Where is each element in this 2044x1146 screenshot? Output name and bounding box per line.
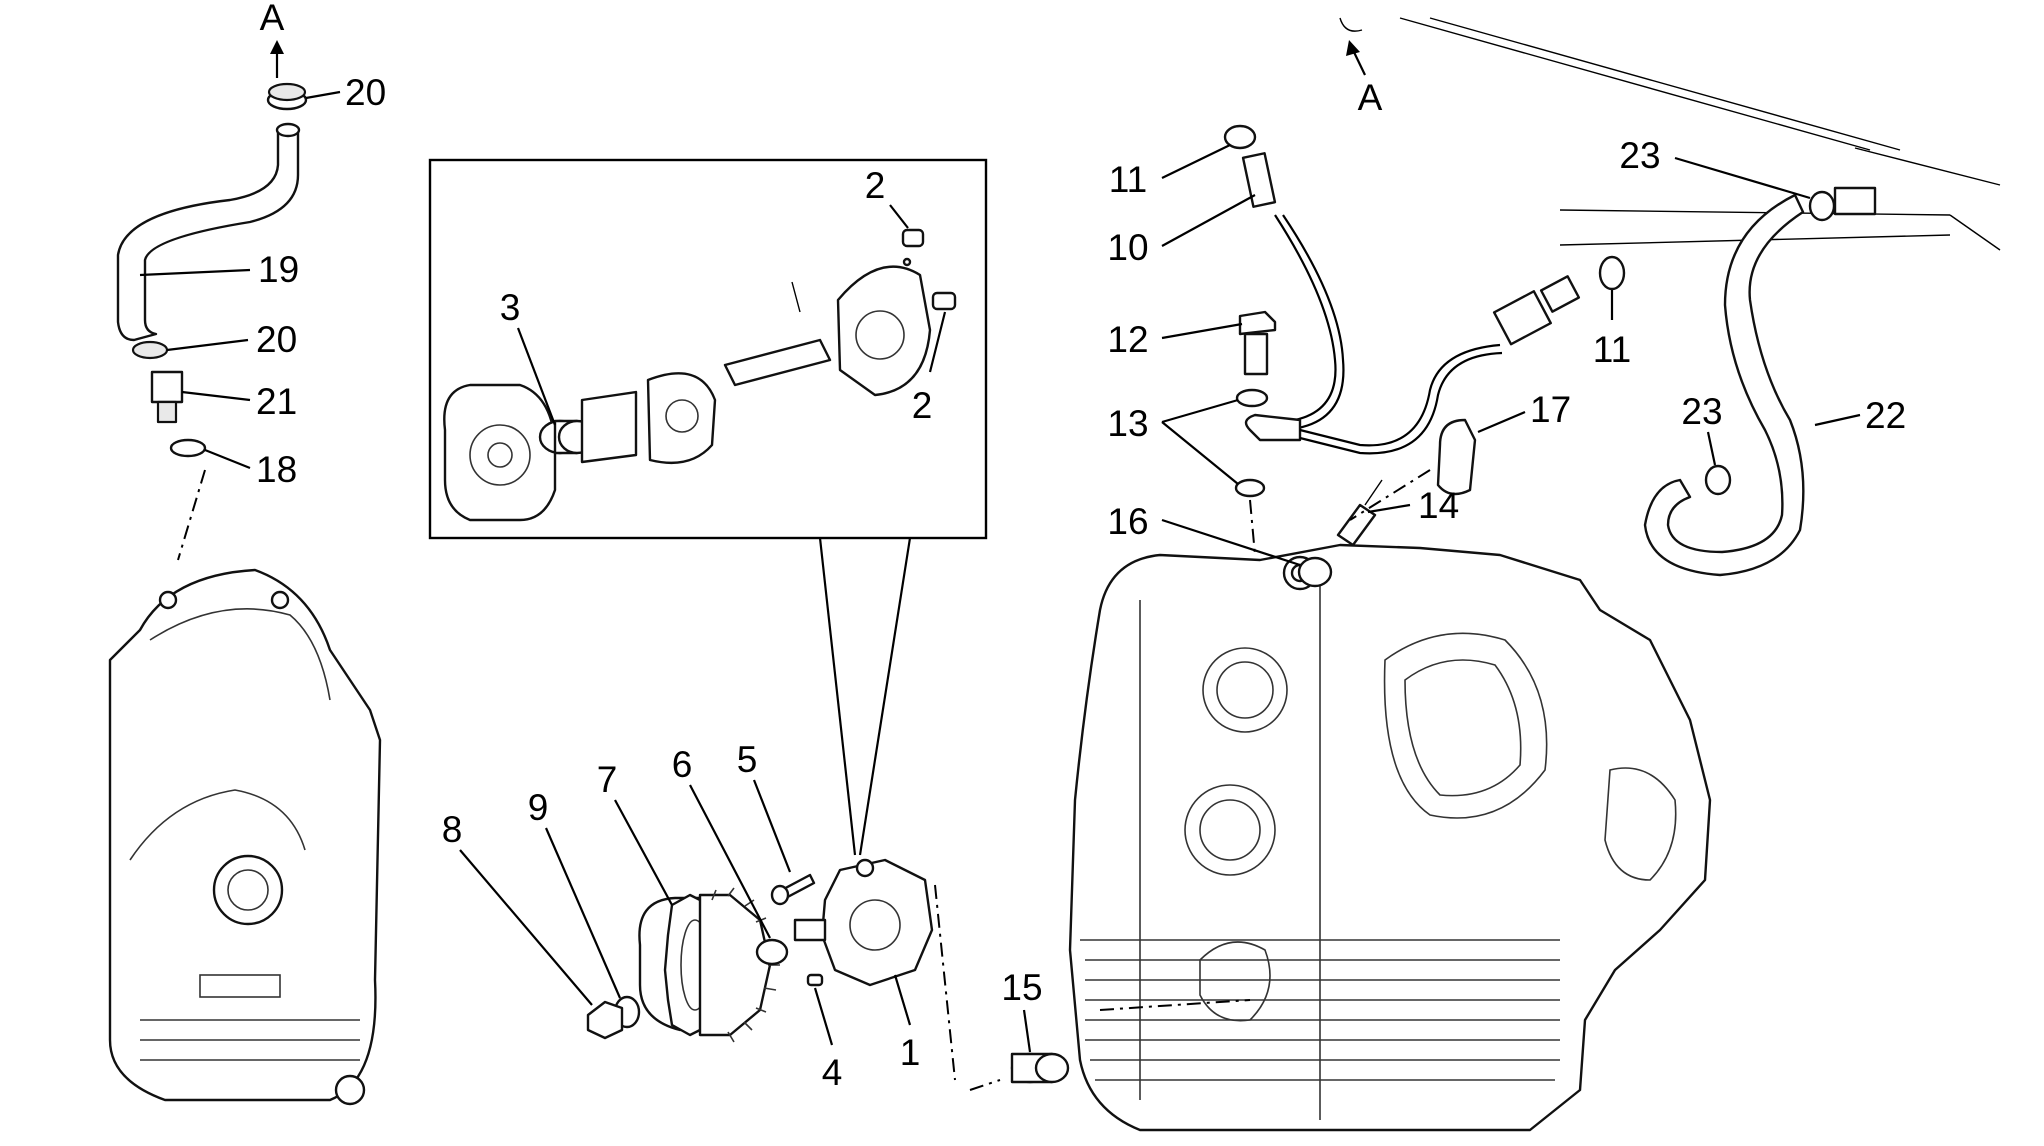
svg-text:10: 10: [1107, 227, 1148, 268]
callout-1: 1: [893, 974, 921, 1073]
bushing-15: [1010, 1052, 1070, 1084]
callout-23-lower: 23: [1681, 391, 1723, 466]
pin-4: [806, 973, 824, 987]
arrow-a-left-label: A: [260, 0, 285, 38]
svg-text:17: 17: [1530, 389, 1571, 430]
callout-11-right: 11: [1593, 290, 1631, 370]
callout-22: 22: [1814, 395, 1906, 436]
washer-13-lower: [1234, 478, 1266, 498]
crankcase: [1068, 543, 1712, 1132]
nut-8: [586, 1000, 624, 1040]
svg-text:6: 6: [672, 744, 693, 785]
fitting-21: [150, 370, 184, 424]
bolt-5: [770, 873, 816, 906]
washer-18: [169, 438, 207, 458]
svg-text:5: 5: [737, 739, 758, 780]
hose-22: [1643, 193, 1805, 577]
svg-text:2: 2: [865, 165, 886, 206]
svg-text:14: 14: [1418, 485, 1459, 526]
callout-17: 17: [1477, 389, 1571, 434]
sprocket-7: [638, 887, 780, 1043]
callout-23-top: 23: [1619, 135, 1811, 200]
washer-11-right: [1598, 255, 1626, 291]
clamp-23-lower: [1704, 464, 1732, 496]
washer-13-upper: [1235, 388, 1269, 408]
callout-7: 7: [597, 759, 673, 906]
washer-6: [755, 938, 789, 966]
callout-11-top: 11: [1109, 144, 1231, 200]
callout-18: 18: [204, 448, 297, 490]
callout-2-right: 2: [912, 311, 947, 426]
sensor-14: [1336, 479, 1383, 547]
callout-9: 9: [528, 787, 622, 999]
svg-text:16: 16: [1107, 501, 1148, 542]
arrow-a-left: A: [260, 0, 285, 78]
svg-text:12: 12: [1107, 319, 1148, 360]
callout-6: 6: [672, 744, 771, 939]
callout-10: 10: [1107, 194, 1256, 268]
svg-text:20: 20: [256, 319, 297, 360]
callout-12: 12: [1107, 319, 1243, 360]
callout-8: 8: [442, 809, 593, 1006]
callout-16: 16: [1107, 501, 1301, 567]
cap-17: [1436, 418, 1477, 496]
callout-4: 4: [813, 987, 843, 1093]
svg-text:20: 20: [345, 72, 386, 113]
callout-14: 14: [1367, 485, 1459, 526]
callout-20-lower: 20: [166, 319, 297, 360]
svg-text:1: 1: [900, 1032, 921, 1073]
callout-21: 21: [181, 381, 297, 422]
callout-20-top: 20: [305, 72, 386, 113]
svg-text:2: 2: [912, 385, 933, 426]
svg-text:19: 19: [258, 249, 299, 290]
oil-pump-1: [793, 858, 934, 987]
plug-16: [1297, 556, 1333, 588]
frame-reference-lines: [1339, 17, 2001, 251]
breather-hose-19: [116, 122, 301, 342]
svg-text:9: 9: [528, 787, 549, 828]
svg-text:21: 21: [256, 381, 297, 422]
hose-clamp-lower: [131, 340, 169, 360]
svg-text:23: 23: [1619, 135, 1660, 176]
svg-text:7: 7: [597, 759, 618, 800]
svg-text:23: 23: [1681, 391, 1722, 432]
banjo-bolt-12: [1238, 310, 1277, 376]
svg-text:11: 11: [1593, 329, 1631, 370]
callout-2-top: 2: [865, 165, 909, 229]
svg-text:8: 8: [442, 809, 463, 850]
svg-text:4: 4: [822, 1052, 843, 1093]
hose-clamp-top: [266, 82, 308, 111]
arrow-a-right: A: [1346, 40, 1383, 118]
callout-13: 13: [1107, 398, 1239, 485]
svg-text:22: 22: [1865, 395, 1906, 436]
timing-cover: [108, 568, 382, 1106]
callout-19: 19: [139, 249, 299, 290]
callout-3: 3: [500, 287, 557, 426]
oil-pump-detail-box: [428, 158, 988, 856]
svg-text:13: 13: [1107, 403, 1148, 444]
svg-text:A: A: [1358, 77, 1383, 118]
svg-text:3: 3: [500, 287, 521, 328]
callout-5: 5: [737, 739, 792, 873]
callout-15: 15: [1001, 967, 1043, 1053]
svg-text:18: 18: [256, 449, 297, 490]
clamp-23-top: [1808, 186, 1877, 222]
svg-text:15: 15: [1001, 967, 1042, 1008]
svg-text:11: 11: [1109, 159, 1147, 200]
oil-pipe-10: [1223, 124, 1581, 455]
